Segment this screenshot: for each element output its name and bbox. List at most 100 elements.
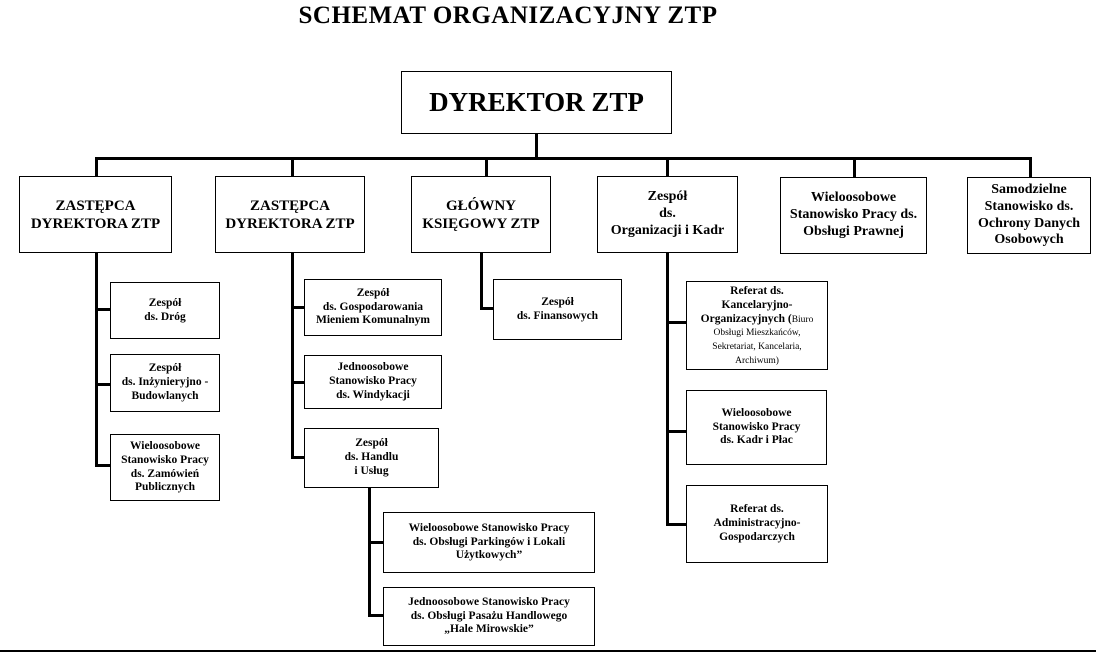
box-text: GŁÓWNY bbox=[445, 197, 516, 214]
hr-payroll-box: Wieloosobowe Stanowisko Pracy ds. Kadr i… bbox=[686, 390, 827, 465]
connector-line bbox=[666, 253, 669, 526]
connector-line bbox=[480, 307, 493, 310]
box-text: Jednoosobowe bbox=[337, 361, 409, 374]
box-text: Zespół bbox=[148, 296, 182, 309]
box-text: Wieloosobowe bbox=[721, 406, 792, 419]
box-text: i Usług bbox=[354, 464, 389, 477]
connector-line bbox=[1029, 157, 1032, 177]
box-text: ZASTĘPCA bbox=[249, 197, 331, 214]
box-text: Kancelaryjno- bbox=[721, 298, 793, 311]
chancellery-organization-box: Referat ds. Kancelaryjno- Organizacyjnyc… bbox=[686, 281, 828, 370]
connector-line bbox=[95, 308, 110, 311]
box-text: Stanowisko Pracy ds. bbox=[789, 207, 918, 223]
debt-collection-box: Jednoosobowe Stanowisko Pracy ds. Windyk… bbox=[304, 355, 442, 409]
box-text: DYREKTORA ZTP bbox=[225, 215, 355, 232]
box-text: Administracyjno- bbox=[713, 517, 801, 530]
box-text: ds. Dróg bbox=[144, 310, 186, 323]
legal-services-box: Wieloosobowe Stanowisko Pracy ds. Obsług… bbox=[780, 177, 927, 254]
box-text: Mieniem Komunalnym bbox=[315, 314, 431, 327]
box-text: ds. Windykacji bbox=[336, 388, 410, 401]
box-text: Stanowisko Pracy bbox=[329, 375, 417, 388]
box-text: KSIĘGOWY ZTP bbox=[422, 215, 540, 232]
chief-accountant-box: GŁÓWNY KSIĘGOWY ZTP bbox=[411, 176, 551, 253]
connector-line bbox=[291, 306, 304, 309]
connector-line bbox=[368, 614, 383, 617]
box-text: ds. Inżynieryjno - bbox=[121, 376, 209, 389]
box-text: ds. Handlu bbox=[344, 451, 399, 464]
connector-line bbox=[95, 464, 110, 467]
box-text: ds. Finansowych bbox=[516, 309, 599, 322]
trade-services-team-box: Zespół ds. Handlu i Usług bbox=[304, 428, 439, 488]
roads-team-box: Zespół ds. Dróg bbox=[110, 282, 220, 339]
box-text: Zespół bbox=[541, 295, 574, 308]
connector-line bbox=[480, 253, 483, 310]
box-text: Zespół bbox=[148, 362, 182, 375]
box-text: Zespół bbox=[355, 437, 388, 450]
box-text: Organizacji i Kadr bbox=[610, 222, 725, 238]
box-text: Ochrony Danych bbox=[977, 215, 1081, 231]
box-text: Zespół bbox=[647, 189, 688, 205]
box-text: Publicznych bbox=[134, 481, 196, 494]
connector-line bbox=[95, 157, 98, 176]
connector-line bbox=[368, 541, 383, 544]
box-text: Wieloosobowe bbox=[810, 190, 897, 206]
box-text: ds. Zamówień bbox=[130, 467, 200, 480]
connector-line bbox=[291, 157, 294, 176]
box-text: Obsługi Mieszkańców, bbox=[713, 328, 801, 339]
municipal-property-team-box: Zespół ds. Gospodarowania Mieniem Komuna… bbox=[304, 279, 442, 336]
connector-line bbox=[95, 157, 1032, 160]
box-text: Jednoosobowe Stanowisko Pracy bbox=[408, 595, 570, 608]
box-text: Stanowisko Pracy bbox=[121, 453, 209, 466]
engineering-team-box: Zespół ds. Inżynieryjno - Budowlanych bbox=[110, 354, 220, 412]
box-text: Gospodarczych bbox=[719, 530, 795, 543]
hale-mirowskie-box: Jednoosobowe Stanowisko Pracy ds. Obsług… bbox=[383, 587, 595, 646]
director-label: DYREKTOR ZTP bbox=[429, 87, 644, 118]
parking-premises-box: Wieloosobowe Stanowisko Pracy ds. Obsług… bbox=[383, 512, 595, 573]
box-text: Archiwum) bbox=[735, 355, 779, 366]
box-text: Stanowisko Pracy bbox=[712, 420, 801, 433]
deputy-director-2-box: ZASTĘPCA DYREKTORA ZTP bbox=[215, 176, 365, 253]
box-text: Organizacyjnych ( bbox=[700, 312, 792, 325]
connector-line bbox=[95, 383, 110, 386]
box-text: Osobowych bbox=[994, 232, 1064, 248]
box-text: Sekretariat, Kancelaria, bbox=[712, 342, 802, 353]
connector-line bbox=[291, 381, 304, 384]
box-text: ZASTĘPCA bbox=[55, 197, 136, 214]
deputy-director-1-box: ZASTĘPCA DYREKTORA ZTP bbox=[19, 176, 172, 253]
box-text: ds. Obsługi Pasażu Handlowego bbox=[410, 609, 568, 622]
box-text: Użytkowych” bbox=[455, 549, 523, 562]
connector-line bbox=[535, 134, 538, 160]
connector-line bbox=[291, 456, 304, 459]
box-text: „Hale Mirowskie” bbox=[444, 623, 534, 636]
box-text: ds. Gospodarowania bbox=[322, 300, 424, 313]
connector-line bbox=[291, 253, 294, 459]
connector-line bbox=[666, 430, 686, 433]
box-text: Wieloosobowe bbox=[129, 439, 201, 452]
bottom-rule bbox=[0, 650, 1096, 652]
box-text: Biuro bbox=[791, 314, 814, 325]
administration-box: Referat ds. Administracyjno- Gospodarczy… bbox=[686, 485, 828, 563]
connector-line bbox=[368, 488, 371, 617]
connector-line bbox=[95, 253, 98, 467]
connector-line bbox=[666, 523, 686, 526]
finance-team-box: Zespół ds. Finansowych bbox=[493, 279, 622, 340]
box-text: Budowlanych bbox=[131, 389, 199, 402]
box-text: Wieloosobowe Stanowisko Pracy bbox=[408, 521, 570, 534]
director-box: DYREKTOR ZTP bbox=[401, 71, 672, 134]
public-procurement-box: Wieloosobowe Stanowisko Pracy ds. Zamówi… bbox=[110, 434, 220, 501]
box-text: Obsługi Prawnej bbox=[803, 223, 904, 239]
chart-title: SCHEMAT ORGANIZACYJNY ZTP bbox=[298, 2, 718, 29]
connector-line bbox=[853, 157, 856, 177]
box-text: Stanowisko ds. bbox=[984, 198, 1074, 214]
box-text: Referat ds. bbox=[730, 503, 784, 516]
box-text: Referat ds. bbox=[730, 285, 784, 297]
connector-line bbox=[666, 157, 669, 176]
box-text: Samodzielne bbox=[991, 181, 1067, 197]
connector-line bbox=[485, 157, 488, 176]
box-text: ds. Kadr i Płac bbox=[720, 434, 793, 447]
box-text: DYREKTORA ZTP bbox=[30, 215, 161, 232]
box-text: ds. bbox=[659, 206, 676, 222]
box-text: ds. Obsługi Parkingów i Lokali bbox=[412, 535, 566, 548]
connector-line bbox=[666, 321, 686, 324]
box-text: Zespół bbox=[356, 286, 390, 299]
